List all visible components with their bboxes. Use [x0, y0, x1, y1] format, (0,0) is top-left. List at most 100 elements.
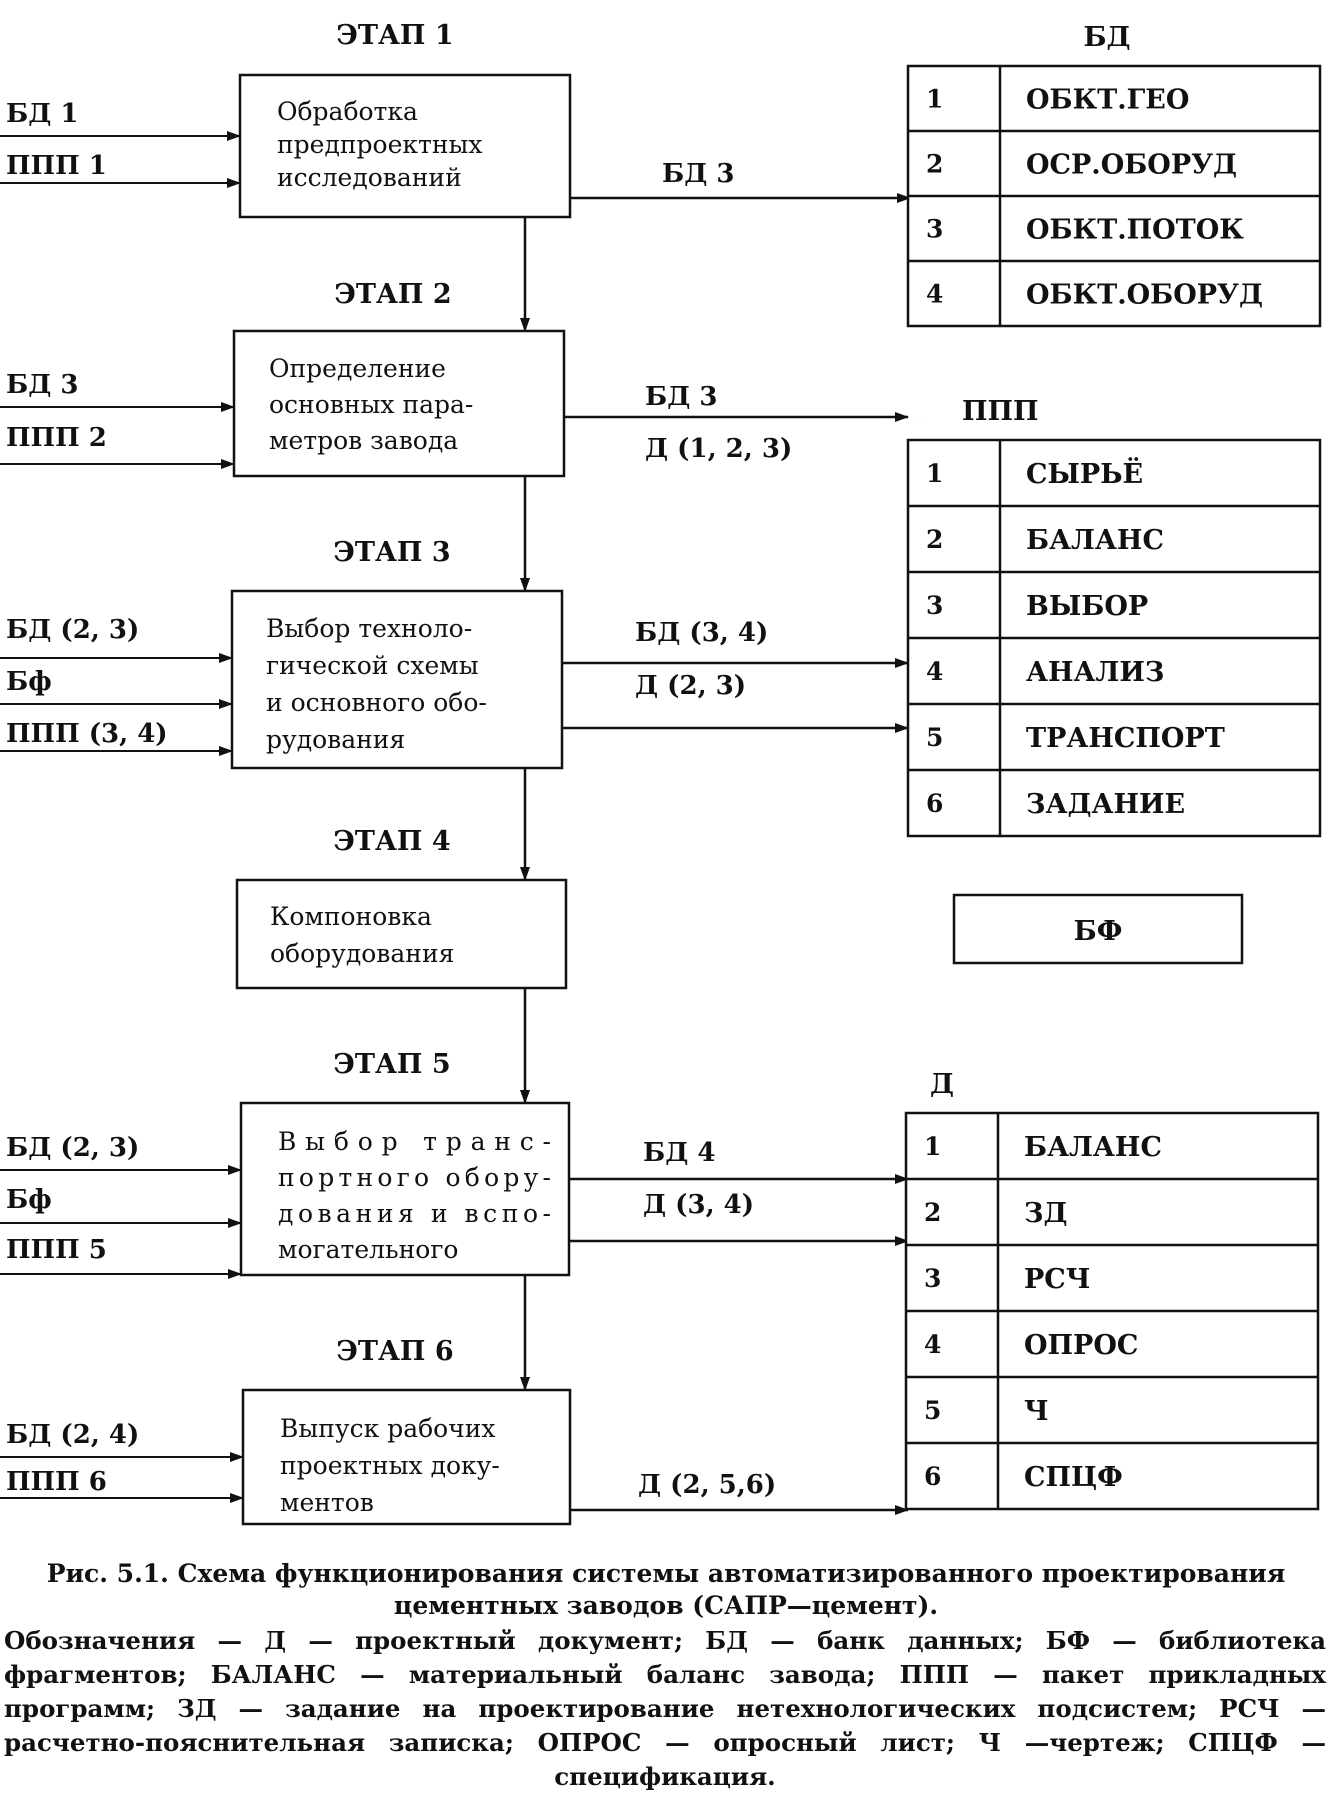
output-label: БД 3 — [662, 159, 734, 189]
output-label: Д (1, 2, 3) — [645, 434, 792, 464]
table-cell-number: 5 — [926, 723, 943, 752]
output-label: БД 4 — [643, 1138, 715, 1168]
input-label: БД (2, 3) — [6, 615, 139, 645]
stage-title: ЭТАП 6 — [336, 1336, 453, 1367]
stage-title: ЭТАП 3 — [333, 537, 450, 568]
table-cell-number: 2 — [926, 150, 943, 179]
table-cell-number: 2 — [926, 525, 943, 554]
process-box — [241, 1388, 572, 1526]
table-cell-number: 6 — [926, 789, 943, 818]
output-label: Д (3, 4) — [643, 1190, 754, 1220]
process-text-line: Компоновка — [270, 902, 432, 931]
process-text-line: могательного — [278, 1235, 458, 1264]
input-label: Бф — [6, 667, 52, 697]
table-cell-name: ЗД — [1024, 1198, 1067, 1229]
input-label: Бф — [6, 1185, 52, 1215]
table-cell-name: СЫРЬЁ — [1026, 456, 1143, 490]
process-text-line: оборудования — [270, 939, 454, 968]
process-text-line: предпроектных — [277, 130, 482, 159]
table-cell-name: ЗАДАНИЕ — [1026, 789, 1185, 820]
process-text-line: и основного обо- — [266, 688, 487, 717]
stage-1: ЭТАП 1 Обработка предпроектных исследований… — [0, 20, 911, 332]
caption-legend: Обозначения — Д — проектный документ; БД… — [4, 1626, 1326, 1791]
process-box — [239, 1101, 571, 1277]
input-label: БД 3 — [6, 370, 78, 400]
table-cell-name: ТРАНСПОРТ — [1026, 723, 1225, 754]
stage-2: ЭТАП 2 Определение основных пара-метров за… — [0, 279, 909, 592]
stage-title: ЭТАП 2 — [334, 279, 451, 310]
table-cell-number: 3 — [926, 591, 943, 620]
table-cell-name: ОПРОС — [1024, 1330, 1138, 1361]
process-box — [238, 73, 572, 219]
process-text-line: портного обору- — [278, 1163, 551, 1192]
process-box — [232, 329, 566, 478]
table-title: ППП — [962, 396, 1039, 427]
process-text-line: основных пара- — [269, 390, 473, 419]
output-label: БД 3 — [645, 382, 717, 412]
input-label: БД 1 — [6, 99, 78, 129]
process-text-line: гической схемы — [266, 651, 479, 680]
table-cell-number: 4 — [926, 280, 943, 309]
stage-title: ЭТАП 5 — [333, 1049, 450, 1080]
output-label: Д (2, 5,6) — [638, 1470, 776, 1500]
output-label: БД (3, 4) — [635, 618, 768, 648]
input-label: БД (2, 3) — [6, 1133, 139, 1163]
table-cell-name: ОБКТ.ОБОРУД — [1026, 280, 1263, 311]
caption-title: Рис. 5.1. Схема функционирования системы… — [46, 1559, 1286, 1620]
process-text-line: Выбор техноло- — [266, 614, 472, 643]
stage-3: ЭТАП 3 Выбор техноло-гической схемы и осно… — [0, 537, 909, 881]
table-cell-number: 3 — [924, 1264, 941, 1293]
flow-diagram: ЭТАП 1 Обработка предпроектных исследований… — [0, 20, 1322, 1526]
table-cell-number: 4 — [926, 657, 943, 686]
process-text-line: Обработка — [277, 97, 418, 126]
table-cell-name: ВЫБОР — [1026, 591, 1148, 622]
input-label: БД (2, 4) — [6, 1420, 139, 1450]
stage-6: ЭТАП 6 Выпуск рабочих проектных доку-менто… — [0, 1336, 909, 1526]
library-label: БФ — [1074, 916, 1123, 947]
figure-caption: Рис. 5.1. Схема функционирования системы… — [0, 1558, 1332, 1794]
table-cell-name: ОБКТ.ПОТОК — [1026, 215, 1244, 246]
table-cell-name: ОСР.ОБОРУД — [1026, 150, 1237, 181]
process-text-line: метров завода — [269, 426, 458, 455]
table-cell-name: БАЛАНС — [1026, 525, 1164, 556]
process-text-line: ментов — [280, 1488, 374, 1517]
library-box: БФ — [952, 893, 1244, 965]
process-text-line: исследований — [277, 163, 462, 192]
stage-title: ЭТАП 1 — [336, 20, 453, 51]
table-title: БД — [1083, 22, 1130, 53]
process-text-line: Определение — [269, 354, 446, 383]
table-cell-name: ОБКТ.ГЕО — [1026, 85, 1189, 116]
process-box — [230, 589, 564, 770]
process-text-line: Выпуск рабочих — [280, 1414, 496, 1443]
table-cell-number: 1 — [926, 459, 943, 488]
table-cell-name: Ч — [1024, 1396, 1049, 1427]
stage-4: ЭТАП 4 Компоновка оборудования — [235, 826, 568, 1104]
input-label: ППП (3, 4) — [6, 719, 168, 749]
table-cell-number: 3 — [926, 215, 943, 244]
table-cell-number: 1 — [926, 85, 943, 114]
stage-title: ЭТАП 4 — [333, 826, 450, 857]
table-cell-number: 5 — [924, 1396, 941, 1425]
input-label: ППП 1 — [6, 151, 107, 181]
process-text-line: рудования — [266, 725, 405, 754]
table-cell-number: 6 — [924, 1462, 941, 1491]
input-label: ППП 6 — [6, 1467, 107, 1497]
output-label: Д (2, 3) — [635, 671, 746, 701]
process-text-line: проектных доку- — [280, 1451, 500, 1480]
table-title: Д — [930, 1069, 954, 1100]
table-cell-number: 4 — [924, 1330, 941, 1359]
table-2: ППП 1 СЫРЬЁ 2 БАЛАНС 3 ВЫБОР 4 АНАЛИЗ 5 ТРАНСПОРТ 6… — [906, 396, 1322, 838]
library-frame — [952, 893, 1244, 965]
table-1: БД 1 ОБКТ.ГЕО 2 ОСР.ОБОРУД 3 ОБКТ.ПОТОК 4 ОБКТ.О… — [906, 22, 1322, 328]
input-label: ППП 5 — [6, 1235, 107, 1265]
table-cell-name: АНАЛИЗ — [1026, 657, 1164, 688]
table-cell-number: 1 — [924, 1132, 941, 1161]
process-box — [235, 878, 568, 990]
table-cell-name: БАЛАНС — [1024, 1132, 1162, 1163]
table-cell-name: СПЦФ — [1024, 1462, 1123, 1493]
input-label: ППП 2 — [6, 423, 107, 453]
table-cell-number: 2 — [924, 1198, 941, 1227]
